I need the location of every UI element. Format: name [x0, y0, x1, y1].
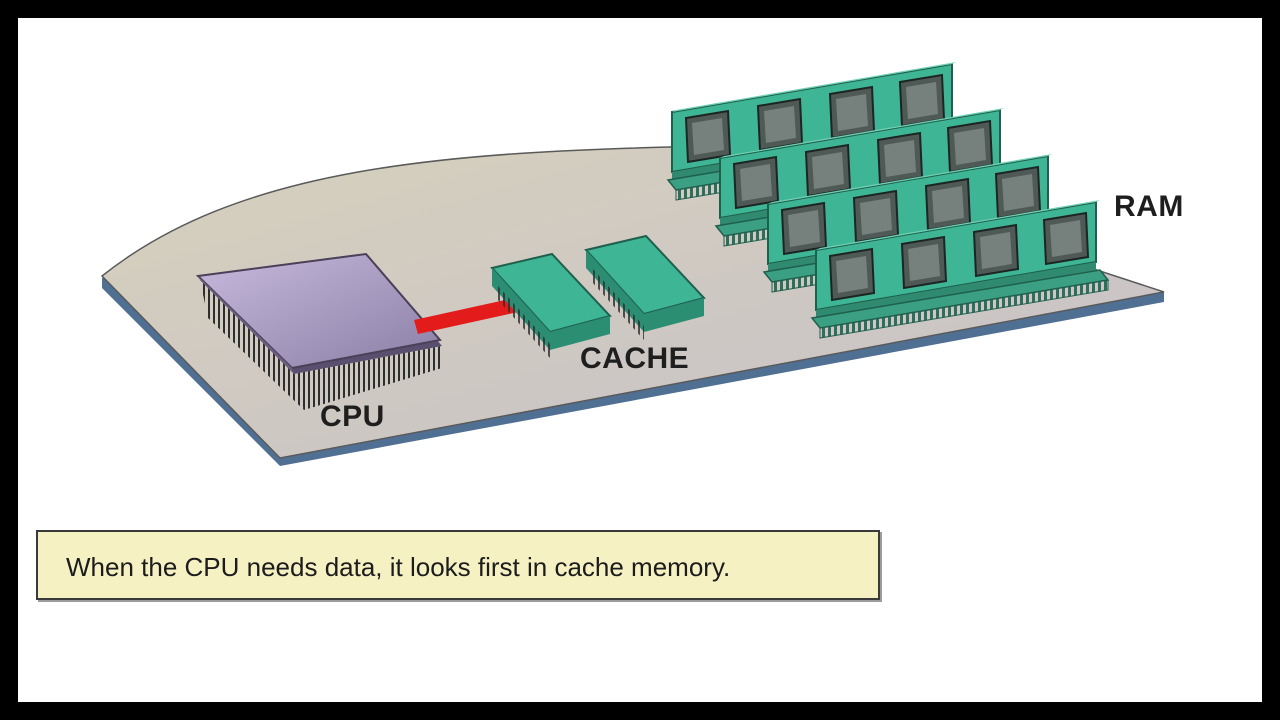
cache-chip-2: [584, 234, 706, 340]
cpu-chip: [195, 252, 442, 410]
ram-label: RAM: [1114, 190, 1184, 223]
memory-hierarchy-diagram: [100, 61, 1165, 466]
slide: CPU CACHE RAM When the CPU needs data, i…: [18, 18, 1262, 702]
cache-chip-1: [490, 252, 612, 358]
caption-text: When the CPU needs data, it looks first …: [66, 552, 731, 582]
cpu-label: CPU: [320, 400, 385, 433]
caption-box: When the CPU needs data, it looks first …: [36, 530, 880, 600]
cpu-to-cache-arrow: [414, 298, 518, 334]
cache-label: CACHE: [580, 342, 690, 375]
